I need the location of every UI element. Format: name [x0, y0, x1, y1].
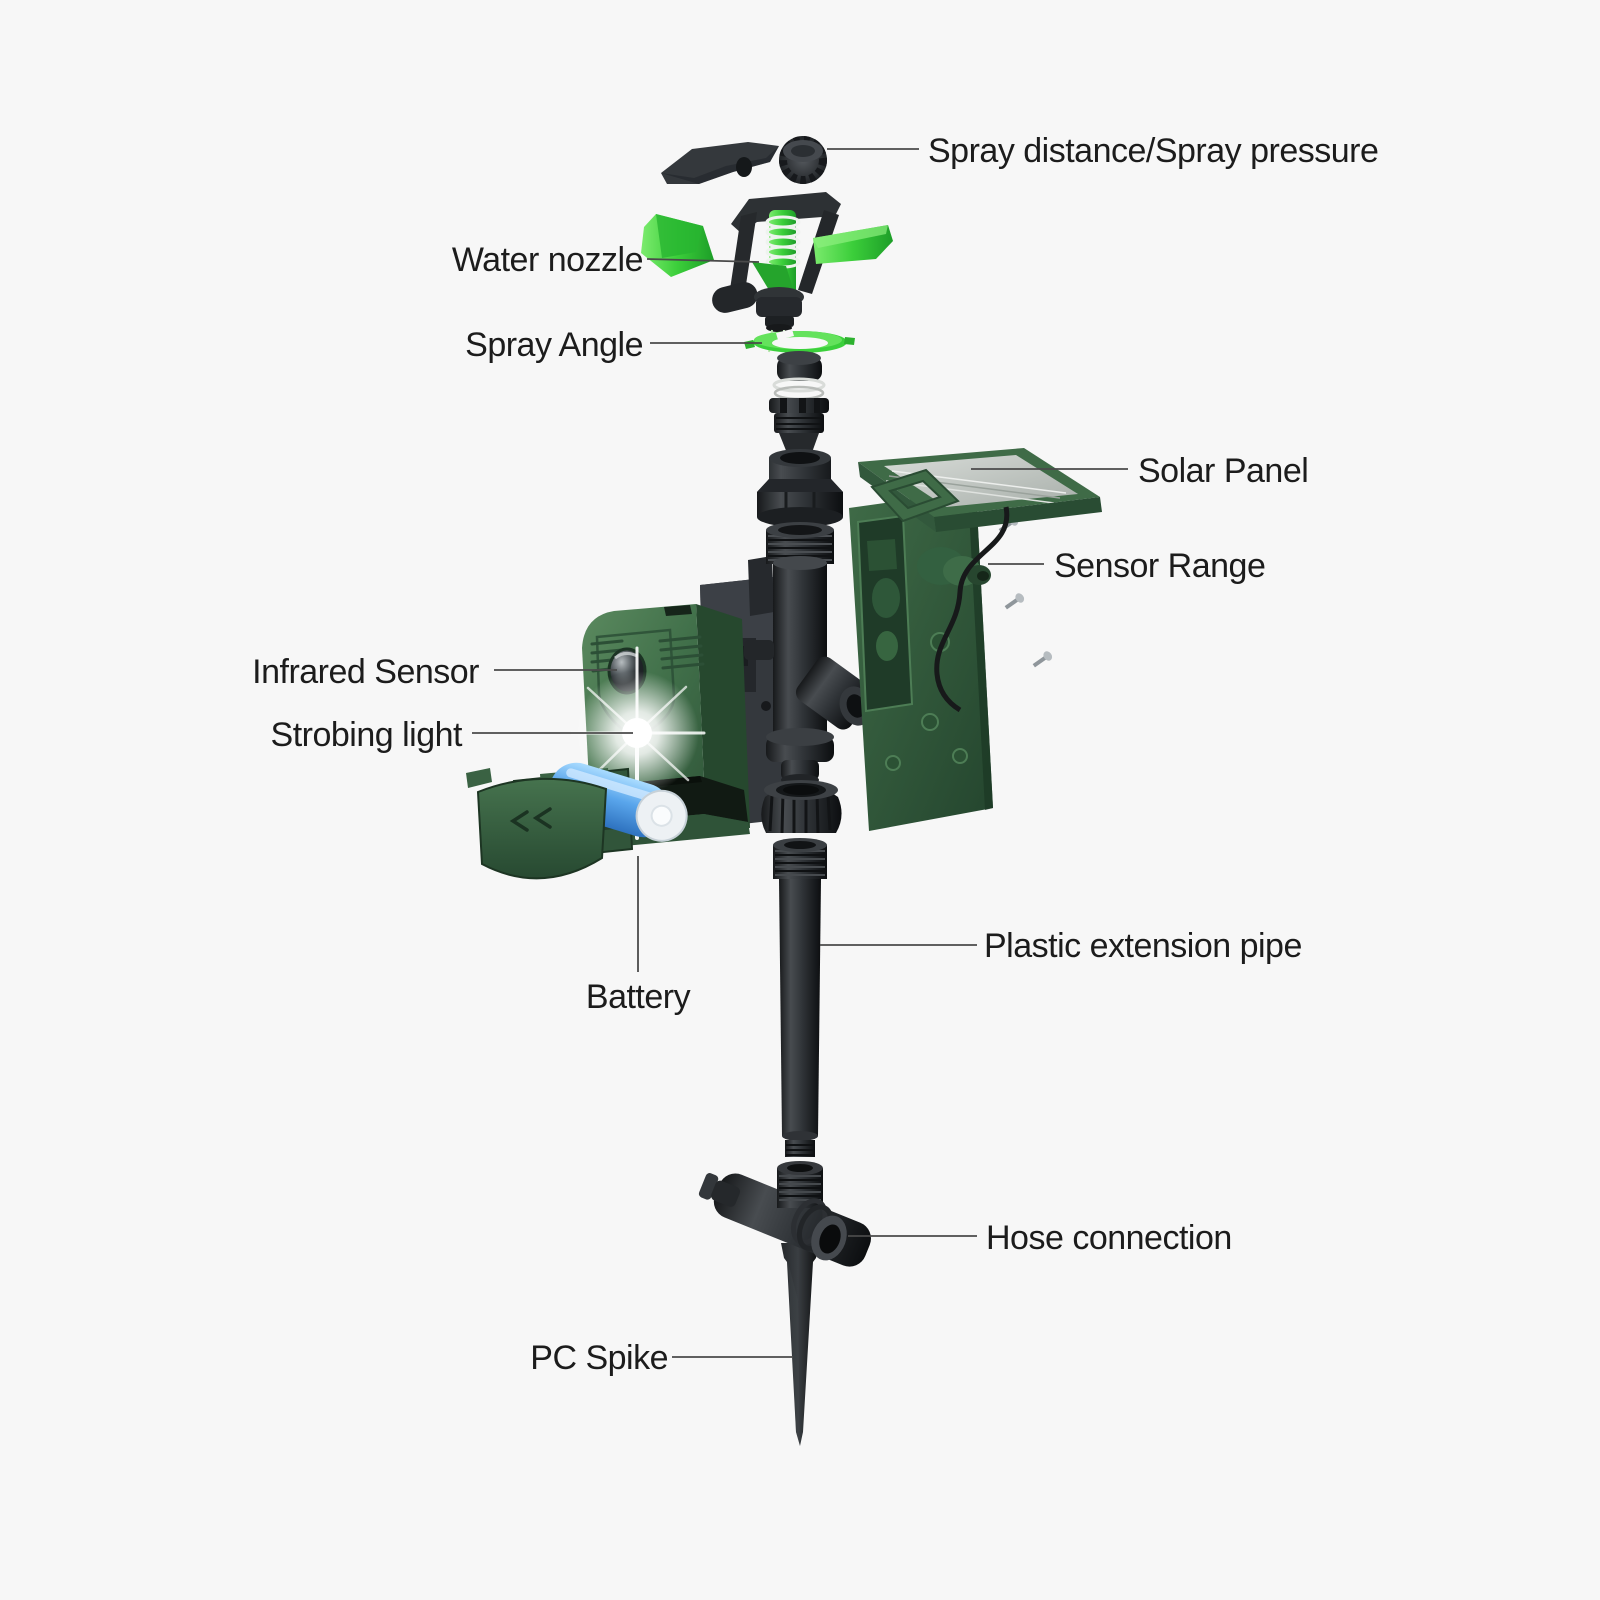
- solar-cable: [934, 506, 1010, 713]
- battery-cover-part: [466, 768, 608, 880]
- water-nozzle-part: [641, 192, 893, 353]
- label-water-nozzle: Water nozzle: [452, 241, 643, 279]
- leader-lines: [472, 148, 1128, 1358]
- spray-distance-knob-part: [661, 136, 827, 184]
- label-extension-pipe: Plastic extension pipe: [984, 927, 1302, 965]
- label-sensor-range: Sensor Range: [1054, 547, 1265, 585]
- sensor-barrel: [917, 547, 991, 586]
- valve-body-part: [744, 522, 873, 786]
- strobe-core: [622, 718, 652, 748]
- screws: [998, 516, 1053, 668]
- label-pc-spike: PC Spike: [530, 1339, 668, 1377]
- nozzle-insert-part: [769, 351, 829, 462]
- leader-water-nozzle: [646, 258, 760, 263]
- sensor-housing-part: [849, 490, 993, 831]
- collar-nut-part: [761, 780, 842, 834]
- arm-hole: [736, 157, 752, 177]
- label-battery: Battery: [586, 978, 691, 1016]
- hose-connector-part: [698, 1161, 871, 1267]
- panel-handle: [870, 468, 960, 523]
- solar-panel-part: [858, 448, 1102, 713]
- ground-spike-part: [781, 1243, 819, 1446]
- extension-pipe-part: [773, 838, 827, 1157]
- label-spray-angle: Spray Angle: [465, 326, 643, 364]
- label-hose-connection: Hose connection: [986, 1219, 1232, 1257]
- spray-angle-ring-part: [744, 329, 855, 353]
- quick-connect-nub: [698, 1173, 741, 1207]
- label-solar-panel: Solar Panel: [1138, 452, 1308, 490]
- label-spray-distance: Spray distance/Spray pressure: [928, 132, 1378, 170]
- label-infrared-sensor: Infrared Sensor: [252, 653, 479, 691]
- label-strobing-light: Strobing light: [271, 716, 464, 754]
- hex-adapter-part: [757, 449, 843, 527]
- callout-labels: Spray distance/Spray pressure Water nozz…: [252, 132, 1379, 1377]
- chevron-marks: [509, 807, 552, 832]
